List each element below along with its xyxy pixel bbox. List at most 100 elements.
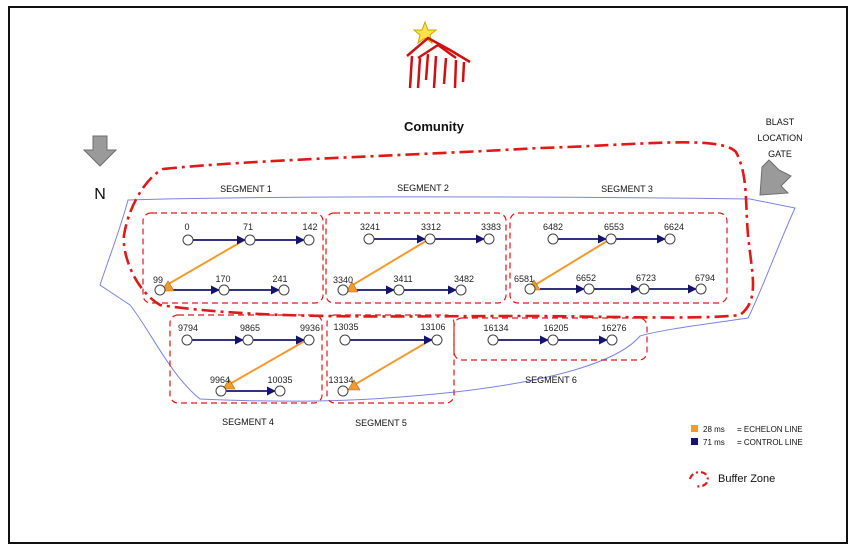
blast-hole xyxy=(638,283,650,295)
legend-buffer-label: Buffer Zone xyxy=(718,473,775,485)
hole-number: 16205 xyxy=(543,323,568,333)
blast-hole xyxy=(547,334,559,346)
hole-number: 6553 xyxy=(604,222,624,232)
hole-number: 3312 xyxy=(421,222,441,232)
segment-1-box xyxy=(142,212,324,304)
initiation-triangle-icon xyxy=(347,379,361,391)
hole-number: 9794 xyxy=(178,323,198,333)
hole-number: 71 xyxy=(243,222,253,232)
blast-hole xyxy=(524,283,536,295)
blast-hole xyxy=(274,385,286,397)
blast-gate-label-3: GATE xyxy=(768,149,792,159)
blast-gate-label-1: BLAST xyxy=(766,117,795,127)
hole-number: 13106 xyxy=(420,322,445,332)
segment-1-label: SEGMENT 1 xyxy=(220,184,272,194)
segment-6-label: SEGMENT 6 xyxy=(525,375,577,385)
hole-number: 6652 xyxy=(576,273,596,283)
hole-number: 0 xyxy=(184,222,189,232)
segment-5-box xyxy=(326,314,455,404)
blast-hole xyxy=(242,334,254,346)
legend-buffer-icon xyxy=(688,471,709,488)
north-label: N xyxy=(94,186,106,203)
blast-hole xyxy=(154,284,166,296)
blast-hole xyxy=(393,284,405,296)
blast-hole xyxy=(218,284,230,296)
hole-number: 6723 xyxy=(636,273,656,283)
blast-hole xyxy=(339,334,351,346)
hole-number: 142 xyxy=(302,222,317,232)
hole-number: 10035 xyxy=(267,375,292,385)
legend-control-swatch xyxy=(691,438,698,445)
blast-gate-arrow-icon xyxy=(759,159,792,196)
echelon-line-seg3 xyxy=(534,237,613,286)
blast-hole xyxy=(606,334,618,346)
hole-number: 16276 xyxy=(601,323,626,333)
hole-number: 3383 xyxy=(481,222,501,232)
blast-hole xyxy=(303,234,315,246)
hole-number: 241 xyxy=(272,274,287,284)
blast-hole xyxy=(583,283,595,295)
echelon-line-seg2 xyxy=(350,237,432,287)
segment-5-label: SEGMENT 5 xyxy=(355,418,407,428)
legend-control-label: = CONTROL LINE xyxy=(737,438,803,447)
blast-hole xyxy=(605,233,617,245)
blast-hole xyxy=(337,284,349,296)
blast-hole xyxy=(431,334,443,346)
blast-hole xyxy=(424,233,436,245)
blast-hole xyxy=(487,334,499,346)
blast-hole xyxy=(303,334,315,346)
blast-hole xyxy=(664,233,676,245)
hole-number: 3241 xyxy=(360,222,380,232)
blast-hole xyxy=(483,233,495,245)
blast-hole xyxy=(182,234,194,246)
segment-4-label: SEGMENT 4 xyxy=(222,417,274,427)
hole-number: 99 xyxy=(153,275,163,285)
hole-number: 9865 xyxy=(240,323,260,333)
north-arrow-icon xyxy=(82,135,118,167)
hole-number: 16134 xyxy=(483,323,508,333)
echelon-line-seg1 xyxy=(164,238,247,287)
hole-number: 13134 xyxy=(328,375,353,385)
hole-number: 3411 xyxy=(393,274,412,284)
blast-hole xyxy=(278,284,290,296)
legend-control-time: 71 ms xyxy=(703,438,725,447)
hole-number: 9964 xyxy=(210,375,230,385)
segment-6-box xyxy=(453,317,648,361)
site-outline xyxy=(99,196,796,402)
blast-hole xyxy=(363,233,375,245)
blast-hole xyxy=(215,385,227,397)
hole-number: 6581 xyxy=(514,274,534,284)
blast-hole xyxy=(337,385,349,397)
segment-4-box xyxy=(169,314,323,404)
segment-2-label: SEGMENT 2 xyxy=(397,183,449,193)
blast-hole xyxy=(455,284,467,296)
diagram-frame xyxy=(8,6,848,544)
blast-hole xyxy=(695,283,707,295)
buffer-zone xyxy=(122,141,755,319)
segment-3-box xyxy=(509,212,728,304)
legend-echelon-label: = ECHELON LINE xyxy=(737,425,803,434)
segment-3-label: SEGMENT 3 xyxy=(601,184,653,194)
segment-2-box xyxy=(325,212,507,304)
blast-hole xyxy=(244,234,256,246)
hole-number: 6624 xyxy=(664,222,684,232)
hole-number: 6794 xyxy=(695,273,715,283)
legend-echelon-swatch xyxy=(691,425,698,432)
blast-hole xyxy=(181,334,193,346)
hole-number: 170 xyxy=(215,274,230,284)
initiation-triangle-icon xyxy=(345,281,359,293)
echelon-line-seg4 xyxy=(227,337,311,386)
initiation-triangle-icon xyxy=(222,378,236,390)
legend-echelon-time: 28 ms xyxy=(703,425,725,434)
community-house-icon xyxy=(406,20,471,89)
echelon-line-seg5 xyxy=(353,337,435,386)
hole-number: 3340 xyxy=(333,275,353,285)
hole-number: 6482 xyxy=(543,222,563,232)
hole-number: 3482 xyxy=(454,274,474,284)
hole-number: 13035 xyxy=(333,322,358,332)
blast-hole xyxy=(547,233,559,245)
community-label: Comunity xyxy=(404,119,465,134)
blast-gate-label-2: LOCATION xyxy=(757,133,802,143)
hole-number: 9936 xyxy=(300,323,320,333)
